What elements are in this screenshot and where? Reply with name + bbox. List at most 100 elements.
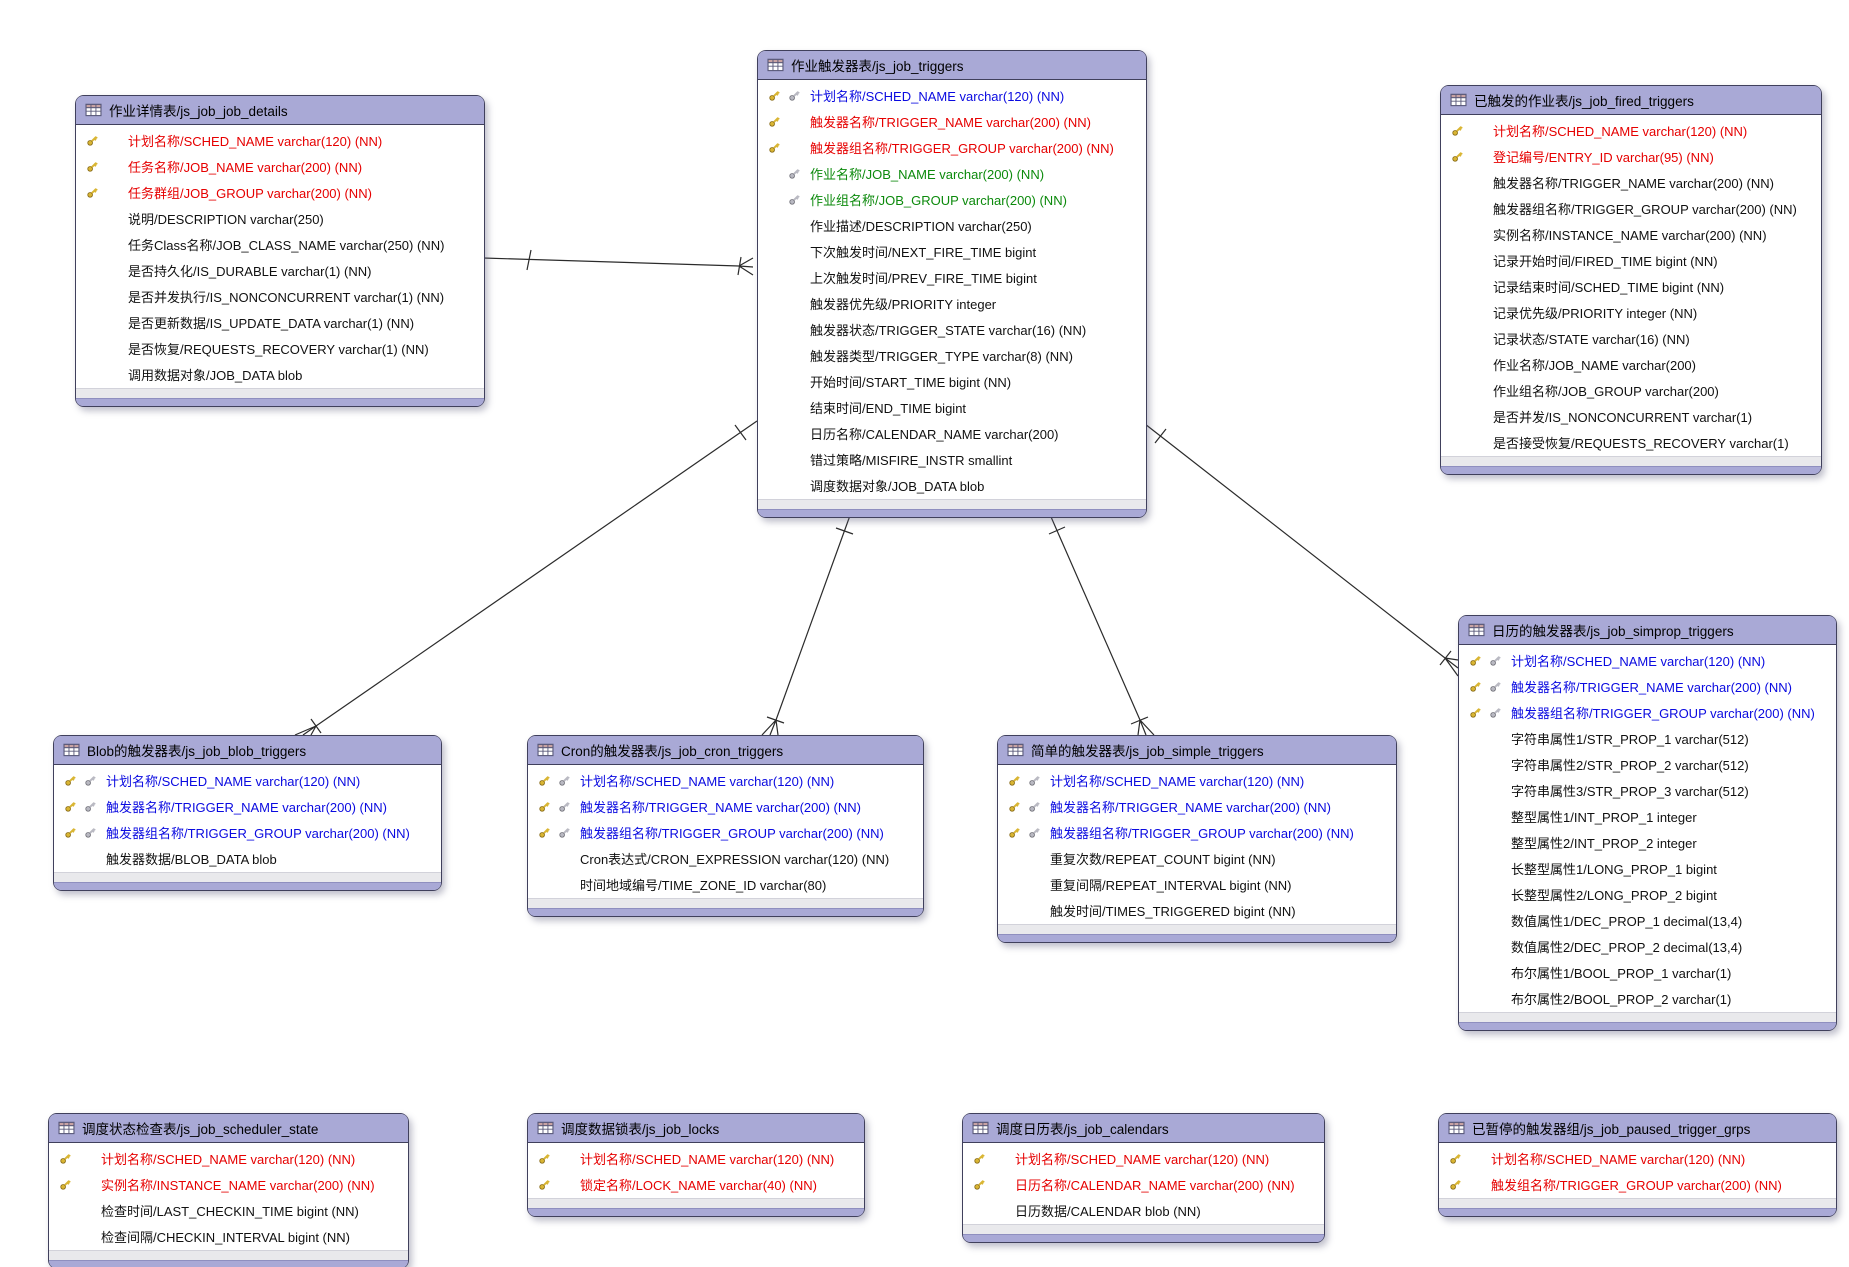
column-row[interactable]: 说明/DESCRIPTION varchar(250) <box>76 205 484 231</box>
column-row[interactable]: 日历数据/CALENDAR blob (NN) <box>963 1197 1324 1223</box>
column-row[interactable]: 计划名称/SCHED_NAME varchar(120) (NN) <box>758 82 1146 108</box>
column-row[interactable]: 是否持久化/IS_DURABLE varchar(1) (NN) <box>76 257 484 283</box>
column-row[interactable]: 触发器类型/TRIGGER_TYPE varchar(8) (NN) <box>758 342 1146 368</box>
column-row[interactable]: 计划名称/SCHED_NAME varchar(120) (NN) <box>1441 117 1821 143</box>
column-row[interactable]: 计划名称/SCHED_NAME varchar(120) (NN) <box>963 1145 1324 1171</box>
column-row[interactable]: 触发器状态/TRIGGER_STATE varchar(16) (NN) <box>758 316 1146 342</box>
table-header[interactable]: 已暂停的触发器组/js_job_paused_trigger_grps <box>1439 1114 1836 1143</box>
column-row[interactable]: 长整型属性1/LONG_PROP_1 bigint <box>1459 855 1836 881</box>
table-header[interactable]: 调度日历表/js_job_calendars <box>963 1114 1324 1143</box>
column-row[interactable]: 整型属性2/INT_PROP_2 integer <box>1459 829 1836 855</box>
column-row[interactable]: 日历名称/CALENDAR_NAME varchar(200) (NN) <box>963 1171 1324 1197</box>
column-row[interactable]: 记录状态/STATE varchar(16) (NN) <box>1441 325 1821 351</box>
column-row[interactable]: 数值属性1/DEC_PROP_1 decimal(13,4) <box>1459 907 1836 933</box>
table-header[interactable]: 已触发的作业表/js_job_fired_triggers <box>1441 86 1821 115</box>
column-row[interactable]: 日历名称/CALENDAR_NAME varchar(200) <box>758 420 1146 446</box>
column-row[interactable]: 上次触发时间/PREV_FIRE_TIME bigint <box>758 264 1146 290</box>
column-row[interactable]: 计划名称/SCHED_NAME varchar(120) (NN) <box>1459 647 1836 673</box>
column-row[interactable]: 触发器数据/BLOB_DATA blob <box>54 845 441 871</box>
column-row[interactable]: 作业名称/JOB_NAME varchar(200) (NN) <box>758 160 1146 186</box>
column-row[interactable]: 记录优先级/PRIORITY integer (NN) <box>1441 299 1821 325</box>
column-row[interactable]: 调用数据对象/JOB_DATA blob <box>76 361 484 387</box>
column-row[interactable]: 触发器名称/TRIGGER_NAME varchar(200) (NN) <box>758 108 1146 134</box>
column-row[interactable]: 触发组名称/TRIGGER_GROUP varchar(200) (NN) <box>1439 1171 1836 1197</box>
column-row[interactable]: 检查间隔/CHECKIN_INTERVAL bigint (NN) <box>49 1223 408 1249</box>
column-row[interactable]: 布尔属性2/BOOL_PROP_2 varchar(1) <box>1459 985 1836 1011</box>
column-row[interactable]: 字符串属性2/STR_PROP_2 varchar(512) <box>1459 751 1836 777</box>
column-row[interactable]: 任务Class名称/JOB_CLASS_NAME varchar(250) (N… <box>76 231 484 257</box>
table-header[interactable]: Blob的触发器表/js_job_blob_triggers <box>54 736 441 765</box>
column-row[interactable]: 计划名称/SCHED_NAME varchar(120) (NN) <box>76 127 484 153</box>
column-row[interactable]: 作业组名称/JOB_GROUP varchar(200) (NN) <box>758 186 1146 212</box>
table-header[interactable]: 作业触发器表/js_job_triggers <box>758 51 1146 80</box>
column-row[interactable]: 长整型属性2/LONG_PROP_2 bigint <box>1459 881 1836 907</box>
column-row[interactable]: 字符串属性1/STR_PROP_1 varchar(512) <box>1459 725 1836 751</box>
table-header[interactable]: 调度状态检查表/js_job_scheduler_state <box>49 1114 408 1143</box>
column-row[interactable]: 触发器组名称/TRIGGER_GROUP varchar(200) (NN) <box>1459 699 1836 725</box>
column-row[interactable]: 重复间隔/REPEAT_INTERVAL bigint (NN) <box>998 871 1396 897</box>
column-row[interactable]: 触发器组名称/TRIGGER_GROUP varchar(200) (NN) <box>54 819 441 845</box>
column-row[interactable]: 触发器组名称/TRIGGER_GROUP varchar(200) (NN) <box>758 134 1146 160</box>
column-row[interactable]: 触发器名称/TRIGGER_NAME varchar(200) (NN) <box>54 793 441 819</box>
relationship-line-job_triggers-blob_triggers[interactable] <box>294 420 758 736</box>
column-row[interactable]: 计划名称/SCHED_NAME varchar(120) (NN) <box>528 767 923 793</box>
column-row[interactable]: 作业名称/JOB_NAME varchar(200) <box>1441 351 1821 377</box>
table-header[interactable]: 日历的触发器表/js_job_simprop_triggers <box>1459 616 1836 645</box>
column-row[interactable]: 重复次数/REPEAT_COUNT bigint (NN) <box>998 845 1396 871</box>
column-row[interactable]: 计划名称/SCHED_NAME varchar(120) (NN) <box>49 1145 408 1171</box>
column-row[interactable]: 作业描述/DESCRIPTION varchar(250) <box>758 212 1146 238</box>
column-row[interactable]: 触发器名称/TRIGGER_NAME varchar(200) (NN) <box>528 793 923 819</box>
column-row[interactable]: 数值属性2/DEC_PROP_2 decimal(13,4) <box>1459 933 1836 959</box>
column-row[interactable]: 触发器名称/TRIGGER_NAME varchar(200) (NN) <box>1459 673 1836 699</box>
column-row[interactable]: 布尔属性1/BOOL_PROP_1 varchar(1) <box>1459 959 1836 985</box>
relationship-line-job_triggers-simple_triggers[interactable] <box>1047 509 1155 736</box>
column-row[interactable]: 是否更新数据/IS_UPDATE_DATA varchar(1) (NN) <box>76 309 484 335</box>
column-row[interactable]: 是否接受恢复/REQUESTS_RECOVERY varchar(1) <box>1441 429 1821 455</box>
column-row[interactable]: 开始时间/START_TIME bigint (NN) <box>758 368 1146 394</box>
column-row[interactable]: 任务群组/JOB_GROUP varchar(200) (NN) <box>76 179 484 205</box>
column-row[interactable]: 计划名称/SCHED_NAME varchar(120) (NN) <box>998 767 1396 793</box>
column-row[interactable]: 错过策略/MISFIRE_INSTR smallint <box>758 446 1146 472</box>
column-row[interactable]: 字符串属性3/STR_PROP_3 varchar(512) <box>1459 777 1836 803</box>
column-row[interactable]: 作业组名称/JOB_GROUP varchar(200) <box>1441 377 1821 403</box>
column-row[interactable]: 登记编号/ENTRY_ID varchar(95) (NN) <box>1441 143 1821 169</box>
column-row[interactable]: 是否并发/IS_NONCONCURRENT varchar(1) <box>1441 403 1821 429</box>
table-header[interactable]: 简单的触发器表/js_job_simple_triggers <box>998 736 1396 765</box>
column-row[interactable]: 调度数据对象/JOB_DATA blob <box>758 472 1146 498</box>
table-header[interactable]: 作业详情表/js_job_job_details <box>76 96 484 125</box>
column-row[interactable]: Cron表达式/CRON_EXPRESSION varchar(120) (NN… <box>528 845 923 871</box>
column-row[interactable]: 检查时间/LAST_CHECKIN_TIME bigint (NN) <box>49 1197 408 1223</box>
column-row[interactable]: 触发时间/TIMES_TRIGGERED bigint (NN) <box>998 897 1396 923</box>
column-row[interactable]: 是否并发执行/IS_NONCONCURRENT varchar(1) (NN) <box>76 283 484 309</box>
table-header[interactable]: 调度数据锁表/js_job_locks <box>528 1114 864 1143</box>
column-row[interactable]: 计划名称/SCHED_NAME varchar(120) (NN) <box>54 767 441 793</box>
column-row[interactable]: 锁定名称/LOCK_NAME varchar(40) (NN) <box>528 1171 864 1197</box>
relationship-line-job_triggers-cron_triggers[interactable] <box>761 509 854 736</box>
column-row[interactable]: 触发器优先级/PRIORITY integer <box>758 290 1146 316</box>
column-row[interactable]: 计划名称/SCHED_NAME varchar(120) (NN) <box>528 1145 864 1171</box>
column-row[interactable]: 触发器组名称/TRIGGER_GROUP varchar(200) (NN) <box>1441 195 1821 221</box>
column-row[interactable]: 计划名称/SCHED_NAME varchar(120) (NN) <box>1439 1145 1836 1171</box>
column-row[interactable]: 是否恢复/REQUESTS_RECOVERY varchar(1) (NN) <box>76 335 484 361</box>
column-row[interactable]: 结束时间/END_TIME bigint <box>758 394 1146 420</box>
column-row[interactable]: 时间地域编号/TIME_ZONE_ID varchar(80) <box>528 871 923 897</box>
column-row[interactable]: 记录开始时间/FIRED_TIME bigint (NN) <box>1441 247 1821 273</box>
column-row[interactable]: 整型属性1/INT_PROP_1 integer <box>1459 803 1836 829</box>
column-row[interactable]: 记录结束时间/SCHED_TIME bigint (NN) <box>1441 273 1821 299</box>
column-row[interactable]: 触发器组名称/TRIGGER_GROUP varchar(200) (NN) <box>998 819 1396 845</box>
column-row[interactable]: 实例名称/INSTANCE_NAME varchar(200) (NN) <box>1441 221 1821 247</box>
column-row[interactable]: 触发器名称/TRIGGER_NAME varchar(200) (NN) <box>998 793 1396 819</box>
column-row[interactable]: 触发器组名称/TRIGGER_GROUP varchar(200) (NN) <box>528 819 923 845</box>
relationship-line-job_details-job_triggers[interactable] <box>482 249 754 276</box>
column-row[interactable]: 任务名称/JOB_NAME varchar(200) (NN) <box>76 153 484 179</box>
